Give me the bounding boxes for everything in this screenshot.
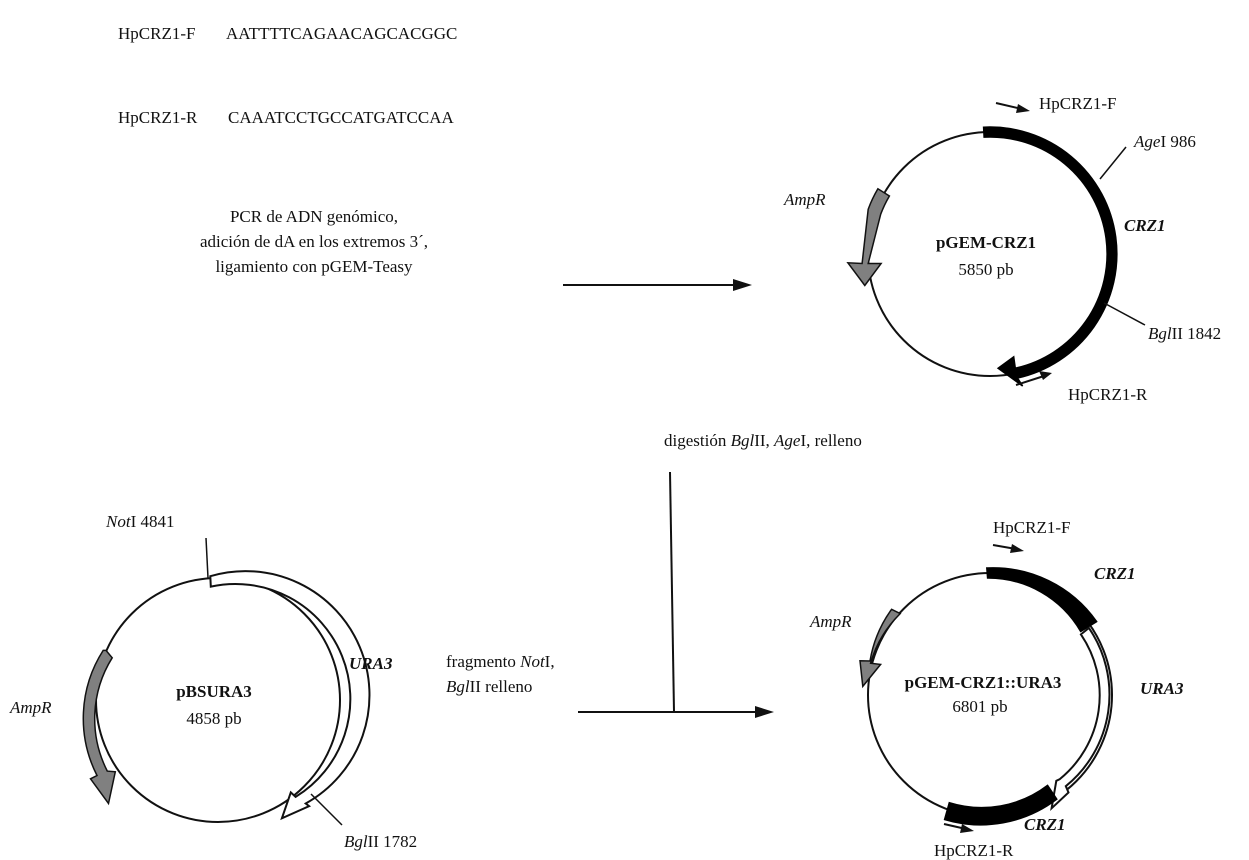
step1-line-1: PCR de ADN genómico,: [230, 207, 398, 226]
ampr-marker-arrow: [846, 187, 891, 287]
final-plasmid-size: 6801 pb: [952, 697, 1007, 716]
ura3-insert-arrow: [1050, 626, 1111, 812]
primer-reverse-name: HpCRZ1-R: [118, 108, 198, 127]
noti-site-tick: [205, 537, 209, 579]
pgem-crz1-size: 5850 pb: [958, 260, 1013, 279]
pgem-crz1-name: pGEM-CRZ1: [936, 233, 1036, 252]
final-primer-r-label: HpCRZ1-R: [934, 841, 1014, 860]
final-plasmid-name: pGEM-CRZ1::URA3: [905, 673, 1062, 692]
step1-description: PCR de ADN genómico, adición de dA en lo…: [200, 207, 428, 276]
step2-description: digestión BglII, AgeI, relleno: [664, 431, 862, 450]
crz1-gene-arrow: [982, 126, 1118, 387]
primer-reverse: HpCRZ1-R CAAATCCTGCCATGATCCAA: [118, 108, 454, 127]
step1-line-3: ligamiento con pGEM-Teasy: [215, 257, 413, 276]
bglii-site-tick-2: [310, 793, 343, 826]
ampr-marker-label: AmpR: [783, 190, 826, 209]
primer-forward-sequence: AATTTTCAGAACAGCACGGC: [226, 24, 457, 43]
ampr-marker-arrow-3: [859, 608, 902, 689]
crz1-top-segment: [985, 567, 1098, 633]
crz1-bottom-segment: [943, 784, 1058, 826]
ampr-marker-label-3: AmpR: [809, 612, 852, 631]
ura3-gene-arrow: [209, 570, 371, 821]
pgem-crz1-primer-r-label: HpCRZ1-R: [1068, 385, 1148, 404]
primer-f-arrow: [995, 102, 1030, 113]
bglii-site-tick: [1103, 302, 1146, 326]
pbsura3-name: pBSURA3: [176, 682, 252, 701]
crz1-gene-label: CRZ1: [1124, 216, 1166, 235]
ura3-gene-label: URA3: [349, 654, 393, 673]
step1-arrow: [563, 279, 752, 291]
step2-vertical-line: [669, 471, 675, 713]
crz1-bottom-label: CRZ1: [1024, 815, 1066, 834]
step3-line-1: fragmento NotI,: [446, 652, 555, 671]
primer-forward-name: HpCRZ1-F: [118, 24, 195, 43]
noti-site-label: NotI 4841: [105, 512, 174, 531]
step1-line-2: adición de dA en los extremos 3´,: [200, 232, 428, 251]
step3-description: fragmento NotI, BglII relleno: [446, 652, 555, 696]
crz1-top-label: CRZ1: [1094, 564, 1136, 583]
plasmid-pbsura3: NotI 4841 BglII 1782 URA3 AmpR pBSURA3 4…: [9, 512, 417, 851]
plasmid-pgem-crz1-ura3: HpCRZ1-F HpCRZ1-R CRZ1 CRZ1 URA3 AmpR pG…: [809, 518, 1184, 860]
final-primer-f-arrow: [992, 544, 1024, 553]
step3-line-2: BglII relleno: [446, 677, 532, 696]
primer-r-arrow: [1015, 371, 1052, 386]
ampr-marker-label-2: AmpR: [9, 698, 52, 717]
agei-site-tick: [1099, 146, 1127, 180]
bglii-site-label: BglII 1842: [1148, 324, 1221, 343]
primer-forward: HpCRZ1-F AATTTTCAGAACAGCACGGC: [118, 24, 457, 43]
agei-site-label: AgeI 986: [1133, 132, 1196, 151]
final-primer-f-label: HpCRZ1-F: [993, 518, 1070, 537]
ura3-insert-label: URA3: [1140, 679, 1184, 698]
step3-arrow: [578, 706, 774, 718]
pgem-crz1-primer-f-label: HpCRZ1-F: [1039, 94, 1116, 113]
plasmid-pgem-crz1: HpCRZ1-F HpCRZ1-R AgeI 986 BglII 1842 CR…: [783, 94, 1221, 404]
pbsura3-size: 4858 pb: [186, 709, 241, 728]
primer-reverse-sequence: CAAATCCTGCCATGATCCAA: [228, 108, 454, 127]
ampr-marker-arrow-2: [82, 649, 117, 806]
final-primer-r-arrow: [943, 823, 974, 833]
bglii-site-label-2: BglII 1782: [344, 832, 417, 851]
